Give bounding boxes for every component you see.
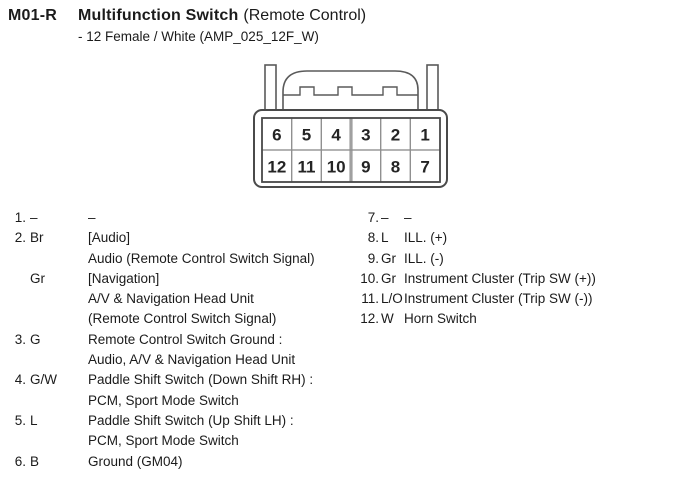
pin-description: Paddle Shift Switch (Down Shift RH) : PCM… [88,370,358,411]
connector-id: M01-R [8,7,58,24]
pin-number: 5. [14,412,26,428]
pin-number: 12. [360,311,379,327]
pin-cell-number: 6 [272,126,281,145]
connector-tab-left [264,64,277,112]
page-title-suffix: (Remote Control) [243,7,367,24]
pin-description: – [88,208,358,228]
pin-row: 6.B Ground (GM04) [8,452,358,472]
pin-description: [Navigation] A/V & Navigation Head Unit (R… [88,269,358,330]
pin-cell-number: 1 [420,126,429,145]
pin-description: ILL. (+) [404,228,676,248]
pin-row: 12.W Horn Switch [360,309,676,329]
pin-row: 4.G/W Paddle Shift Switch (Down Shift RH)… [8,370,358,411]
pin-description-line: – [88,210,96,225]
pin-number: 7. [367,210,379,225]
wire-color-code: W [381,311,394,327]
wire-color-code: Br [30,230,44,246]
pin-description-line: ILL. (-) [404,250,444,266]
pin-number [8,269,26,330]
connector-diagram: 6 5 4 3 2 1 12 11 10 9 8 7 [253,64,448,188]
pin-row: 10.Gr Instrument Cluster (Trip SW (+)) [360,269,676,289]
pin-row: 9.Gr ILL. (-) [360,249,676,269]
pin-description: Ground (GM04) [88,452,358,472]
pin-description: Paddle Shift Switch (Up Shift LH) : PCM, … [88,411,358,452]
pin-list-left: 1.––2.Br[Audio]Audio (Remote Control Swi… [8,208,358,472]
pin-description-line: Ground (GM04) [88,453,183,469]
page-title: Multifunction Switch [78,7,239,24]
header: M01-R Multifunction Switch (Remote Contr… [8,7,366,44]
pin-description: Instrument Cluster (Trip SW (+)) [404,269,676,289]
pin-number: 11. [361,291,379,307]
pin-description-line: A/V & Navigation Head Unit [88,291,254,307]
pin-cell-number: 12 [267,158,286,177]
wire-color-code: Gr [30,270,45,286]
wire-color-code: Gr [381,270,396,286]
wire-color-code: B [30,453,40,469]
pin-row: 1.–– [8,208,358,228]
pin-description-line: Audio, A/V & Navigation Head Unit [88,352,296,368]
pin-cell-number: 7 [420,158,429,177]
pin-description: – [404,208,676,228]
pin-description-line: Audio (Remote Control Switch Signal) [88,250,315,266]
pin-row: 8.L ILL. (+) [360,228,676,248]
wire-color-code: G [30,331,41,347]
pin-description-line: Paddle Shift Switch (Down Shift RH) : [88,372,314,388]
pin-row: Gr [Navigation] A/V & Navigation Head Unit… [8,269,358,330]
pin-description-line: Horn Switch [404,311,477,327]
pin-row: 5.L Paddle Shift Switch (Up Shift LH) : PC… [8,411,358,452]
pin-description-line: Paddle Shift Switch (Up Shift LH) : [88,412,294,428]
pin-grid-frame [261,117,441,183]
pin-number: 6. [14,453,26,469]
pin-cell-number: 10 [327,158,346,177]
pin-description-line: [Audio] [88,230,131,246]
wire-color-code: L [381,230,389,246]
header-row: M01-R Multifunction Switch (Remote Contr… [8,7,366,25]
pin-row: 7.–– [360,208,676,228]
pin-row: 3.G Remote Control Switch Ground : Audio, … [8,330,358,371]
pin-description-line: ILL. (+) [404,230,448,246]
pin-description-line: PCM, Sport Mode Switch [88,392,239,408]
pin-grid: 6 5 4 3 2 1 12 11 10 9 8 7 [261,117,441,183]
pin-description-line: Remote Control Switch Ground : [88,331,283,347]
connector-key-notch-line [283,86,418,96]
connector-tab-right [426,64,439,112]
wire-color-code: Gr [381,250,396,266]
wire-color-code: – [30,210,38,225]
pin-cell-number: 5 [302,126,311,145]
pin-cell-number: 8 [391,158,400,177]
pin-description: [Audio] Audio (Remote Control Switch Sign… [88,228,358,269]
pin-cell-number: 3 [361,126,370,145]
pin-number: 4. [14,372,26,388]
pin-cell-number: 11 [298,158,316,177]
pin-description: Remote Control Switch Ground : Audio, A/V… [88,330,358,371]
pin-cell-number: 4 [331,126,341,145]
pin-description-line: – [404,210,412,225]
pin-description-line: Instrument Cluster (Trip SW (-)) [404,291,593,307]
wire-color-code: L/O [381,291,403,307]
pin-description-line: PCM, Sport Mode Switch [88,433,239,449]
connector-lock-dome [282,70,419,112]
pin-cell-number: 9 [361,158,370,177]
pin-description-line: [Navigation] [88,270,160,286]
pin-number: 8. [367,230,379,246]
pin-description: ILL. (-) [404,249,676,269]
pin-number: 3. [14,331,26,347]
pin-number: 1. [14,210,26,225]
pin-description-line: Instrument Cluster (Trip SW (+)) [404,270,596,286]
pin-description-line: (Remote Control Switch Signal) [88,311,277,327]
connector-subtitle: - 12 Female / White (AMP_025_12F_W) [78,29,319,44]
pin-cell-number: 2 [391,126,400,145]
pin-number: 9. [367,250,379,266]
pin-description: Instrument Cluster (Trip SW (-)) [404,289,676,309]
pin-number: 2. [14,230,26,246]
pin-row: 2.Br [Audio] Audio (Remote Control Switch … [8,228,358,269]
pin-description: Horn Switch [404,309,676,329]
wire-color-code: L [30,412,38,428]
wire-color-code: – [381,210,389,225]
pin-number: 10. [360,270,379,286]
wire-color-code: G/W [30,372,57,388]
